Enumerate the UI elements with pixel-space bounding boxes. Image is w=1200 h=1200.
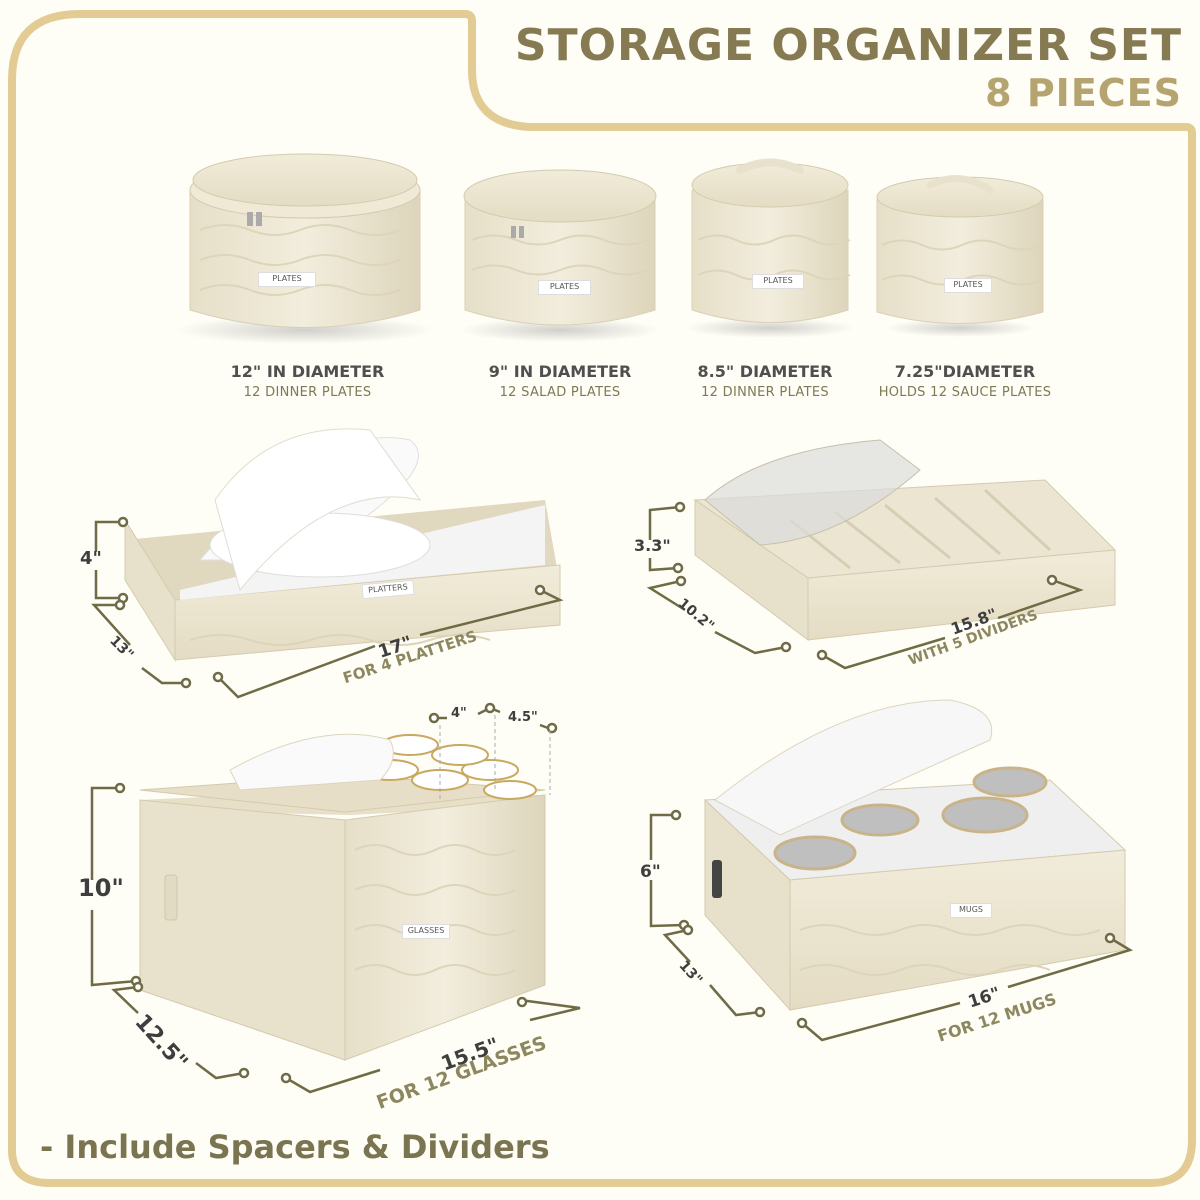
- glasses-height-dim: 10": [78, 874, 124, 902]
- mugs-height-dim: 6": [640, 862, 661, 882]
- mugs-box: [703, 699, 1127, 1012]
- case-label: PLATES: [538, 280, 591, 295]
- plate-case-caption: 7.25"DIAMETER HOLDS 12 SAUCE PLATES: [878, 362, 1052, 400]
- flatware-box: [693, 439, 1117, 642]
- plate-case-7-25in: [876, 175, 1044, 337]
- title-main: STORAGE ORGANIZER SET: [514, 20, 1182, 71]
- plate-case-9in: [460, 169, 660, 342]
- plate-case-caption: 8.5" DIAMETER 12 DINNER PLATES: [697, 362, 833, 400]
- platter-box: [124, 428, 561, 662]
- plate-case-caption: 9" IN DIAMETER 12 SALAD PLATES: [488, 362, 632, 400]
- case-label: PLATES: [258, 272, 316, 287]
- glasses-cell-width-dim: 4": [451, 706, 467, 721]
- plate-case-8-5in: [685, 158, 855, 338]
- dimension-lines: [90, 501, 1134, 1094]
- footer-note: - Include Spacers & Dividers: [40, 1128, 550, 1166]
- page-title: STORAGE ORGANIZER SET 8 PIECES: [514, 20, 1182, 115]
- platter-height-dim: 4": [80, 548, 102, 569]
- glasses-cell-depth-dim: 4.5": [508, 710, 538, 725]
- case-label: GLASSES: [402, 924, 450, 939]
- case-label: MUGS: [950, 903, 992, 918]
- plate-case-12in: [175, 153, 435, 344]
- glasses-box: [139, 733, 546, 1061]
- plate-case-caption: 12" IN DIAMETER 12 DINNER PLATES: [230, 362, 385, 400]
- case-label: PLATES: [944, 278, 992, 293]
- flatware-height-dim: 3.3": [634, 536, 671, 555]
- title-sub: 8 PIECES: [985, 71, 1182, 115]
- case-label: PLATES: [752, 274, 804, 289]
